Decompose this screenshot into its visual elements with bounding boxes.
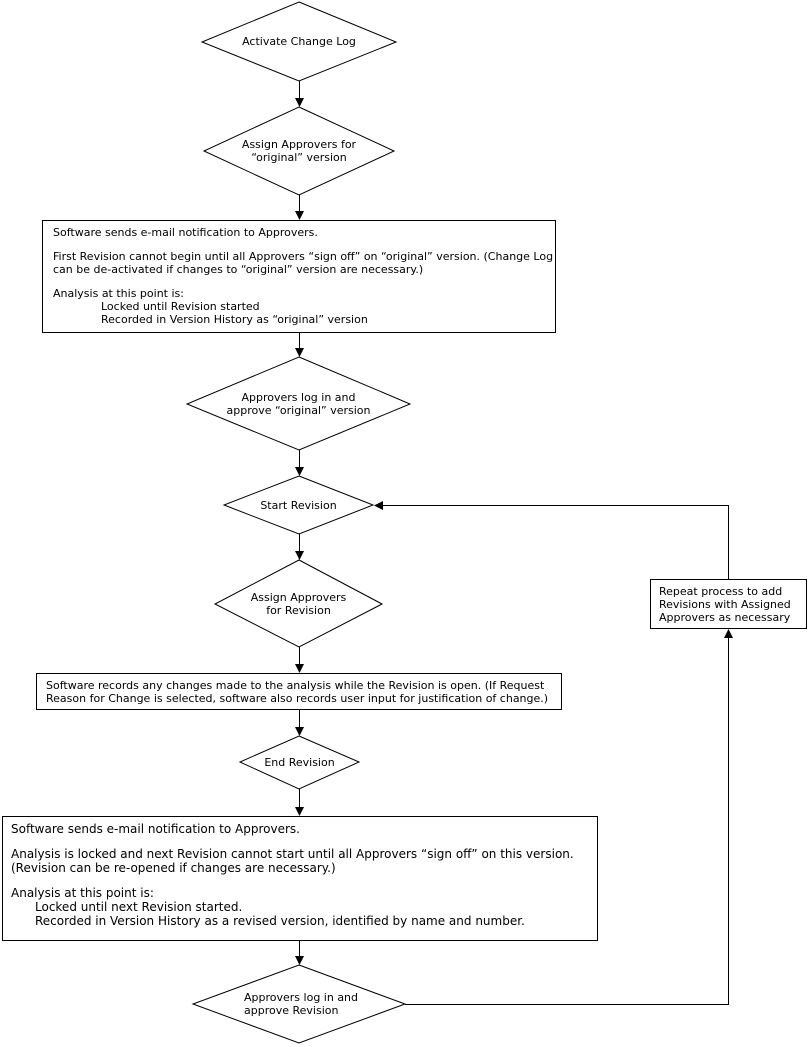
approve-revision-label: Approvers log in and approve Revision	[244, 991, 359, 1017]
assign-approvers-original-label: Assign Approvers for “original” version	[241, 138, 357, 164]
activate-change-log-label: Activate Change Log	[242, 35, 356, 48]
arrowhead	[295, 551, 304, 560]
notify-box-1-rect	[42, 220, 556, 333]
start-revision-label: Start Revision	[260, 498, 337, 512]
arrowhead	[295, 211, 304, 220]
arrowhead	[295, 807, 304, 816]
arrowhead	[295, 467, 304, 476]
approve-original-label: Approvers log in and approve “original” …	[226, 390, 371, 417]
approve-revision-diamond	[191, 964, 407, 1044]
loop-connector-back	[382, 505, 729, 579]
arrowhead	[374, 501, 383, 510]
arrowhead	[295, 98, 304, 107]
record-changes-box-text: Software records any changes made to the…	[46, 679, 549, 705]
repeat-process-text: Repeat process to add Revisions with Ass…	[659, 585, 791, 624]
notify-box-2-rect	[2, 816, 598, 941]
notify-box-1-text: Software sends e-mail notification to Ap…	[53, 226, 554, 326]
arrowhead	[295, 664, 304, 673]
loop-connector-up	[405, 638, 729, 1005]
arrowhead	[295, 348, 304, 357]
arrowhead	[295, 956, 304, 965]
assign-approvers-revision-label: Assign Approvers for Revision	[250, 590, 347, 617]
record-changes-box-rect	[36, 673, 562, 710]
repeat-process-rect	[650, 579, 807, 629]
end-revision-label: End Revision	[264, 756, 335, 769]
arrowhead	[724, 629, 733, 638]
arrowhead	[295, 727, 304, 736]
notify-box-2-text: Software sends e-mail notification to Ap…	[11, 822, 574, 928]
